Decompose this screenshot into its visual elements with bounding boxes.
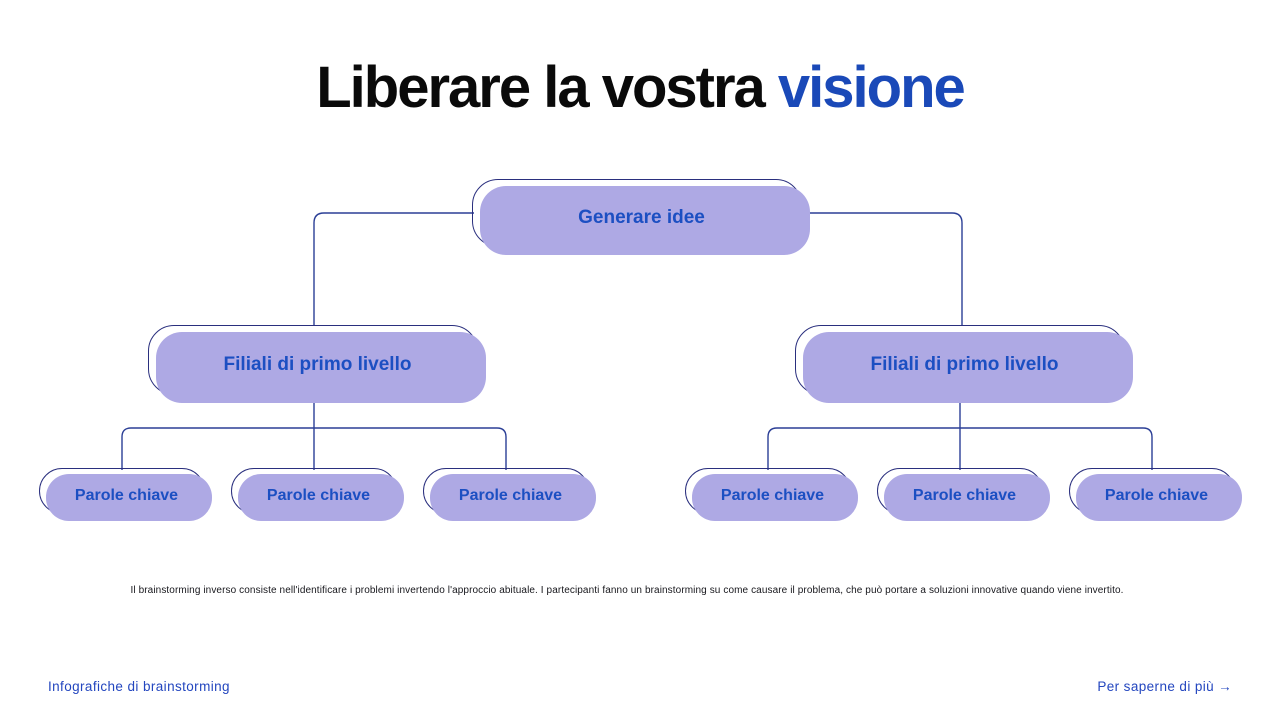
connector-root-to-right-branch [800, 212, 963, 326]
node-label: Parole chiave [74, 486, 179, 504]
node-label: Generare idee [578, 206, 705, 228]
node-generare-idee: Generare idee [472, 179, 810, 255]
node-branch-left: Filiali di primo livello [148, 325, 486, 403]
node-label: Parole chiave [266, 486, 371, 504]
learn-more-label: Per saperne di più [1097, 679, 1215, 694]
page-title: Liberare la vostra visione [0, 54, 1280, 121]
page-title-prefix: Liberare la vostra [316, 55, 778, 120]
node-label: Parole chiave [720, 486, 825, 504]
learn-more-link[interactable]: Per saperne di più→ [1097, 679, 1232, 694]
node-label: Parole chiave [912, 486, 1017, 504]
node-keyword: Parole chiave [1069, 468, 1242, 521]
page-title-highlight: visione [777, 55, 966, 120]
node-keyword: Parole chiave [877, 468, 1050, 521]
node-label: Parole chiave [458, 486, 563, 504]
connector-right-rail [767, 427, 1153, 470]
footer-brand-link[interactable]: Infografiche di brainstorming [48, 679, 230, 694]
node-label: Parole chiave [1104, 486, 1209, 504]
node-keyword: Parole chiave [231, 468, 404, 521]
connector-root-to-left-branch [313, 212, 474, 326]
node-keyword: Parole chiave [685, 468, 858, 521]
node-keyword: Parole chiave [423, 468, 596, 521]
connector-left-rail [121, 427, 507, 470]
node-label: Filiali di primo livello [870, 353, 1059, 375]
description-text: Il brainstorming inverso consiste nell'i… [130, 585, 1124, 596]
arrow-right-icon: → [1218, 679, 1232, 694]
node-label: Filiali di primo livello [223, 353, 412, 375]
node-keyword: Parole chiave [39, 468, 212, 521]
node-branch-right: Filiali di primo livello [795, 325, 1133, 403]
